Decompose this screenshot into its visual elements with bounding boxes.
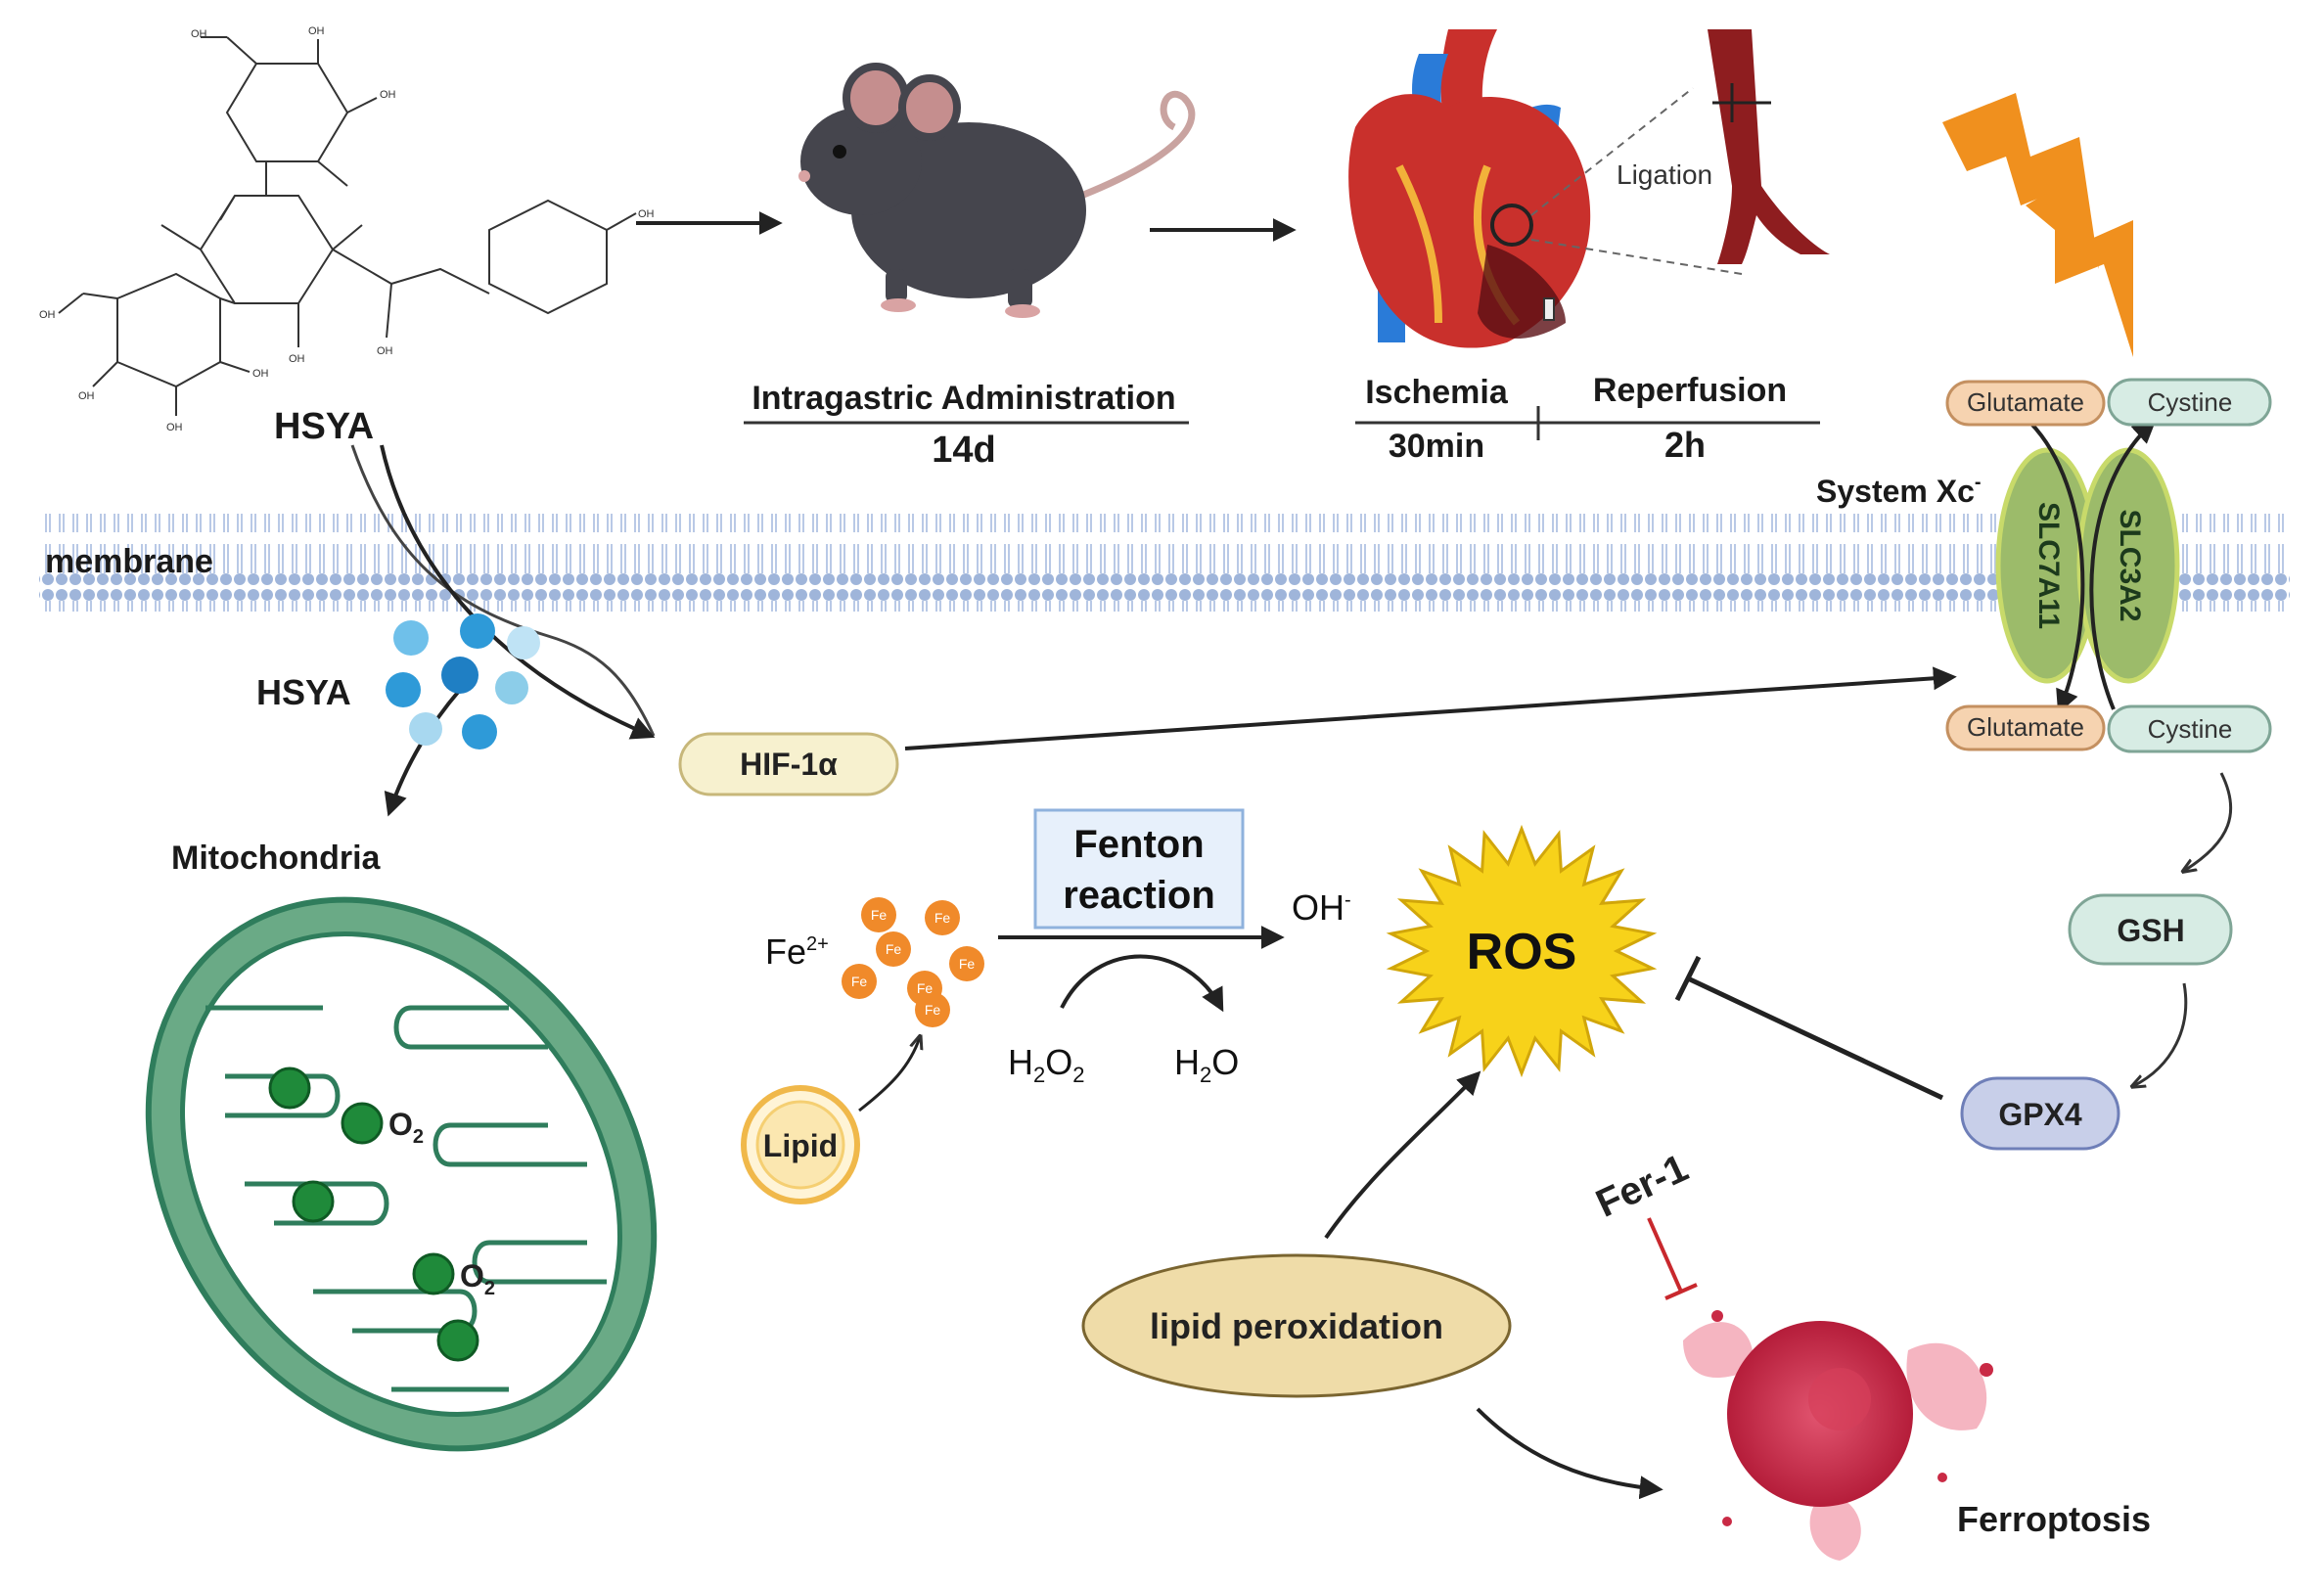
system-xc-transporter: SLC7A11 SLC3A2 bbox=[1995, 419, 2180, 714]
arrow-gsh-to-gpx4 bbox=[2133, 982, 2188, 1086]
protocol-duration: 14d bbox=[932, 430, 995, 471]
gpx4-label: GPX4 bbox=[1998, 1097, 2082, 1132]
artery-icon bbox=[1708, 29, 1830, 264]
fe-particle-label: Fe bbox=[871, 907, 888, 923]
fe-particle-label: Fe bbox=[959, 956, 976, 972]
lightning-icon bbox=[1942, 93, 2133, 357]
arrow-lipid-perox-to-ferroptosis bbox=[1476, 1407, 1663, 1500]
mouse-icon bbox=[798, 63, 1196, 318]
oh-group: OH bbox=[191, 28, 207, 40]
oh-group: OH bbox=[638, 208, 655, 220]
lipid-peroxidation-label: lipid peroxidation bbox=[1150, 1306, 1443, 1346]
fe-particles: Fe Fe Fe Fe Fe Fe Fe bbox=[842, 897, 984, 1027]
ligation-label: Ligation bbox=[1617, 159, 1712, 190]
heart-icon bbox=[1348, 29, 1591, 348]
cystine-badge-top: Cystine bbox=[2107, 378, 2272, 427]
glutamate-badge-top: Glutamate bbox=[1945, 380, 2106, 427]
slc7a11-label: SLC7A11 bbox=[2032, 502, 2065, 629]
mitochondria-label: Mitochondria bbox=[171, 840, 382, 877]
intracellular-hsya-label: HSYA bbox=[256, 672, 351, 712]
ros-label: ROS bbox=[1467, 924, 1577, 980]
oh-group: OH bbox=[377, 345, 393, 357]
arrow-hif-to-system-xc bbox=[904, 666, 1957, 750]
oh-group: OH bbox=[380, 89, 396, 101]
cystine-label: Cystine bbox=[2148, 387, 2233, 417]
hif-label: HIF-1α bbox=[740, 747, 838, 782]
system-xc-label: System Xc- bbox=[1816, 472, 1982, 509]
gpx4-badge: GPX4 bbox=[1960, 1076, 2120, 1151]
arrow-cystine-to-gsh bbox=[2184, 772, 2233, 871]
oh-group: OH bbox=[166, 422, 183, 433]
cystine-badge-bottom: Cystine bbox=[2107, 704, 2272, 753]
gsh-badge: GSH bbox=[2068, 893, 2233, 966]
zoom-line bbox=[1530, 87, 1694, 216]
protocol-route: Intragastric Administration bbox=[752, 380, 1175, 417]
fe-particle-label: Fe bbox=[934, 910, 951, 926]
mitochondria-icon bbox=[145, 896, 658, 1452]
h2o2-label: H2O2 bbox=[1008, 1042, 1085, 1087]
arrow-lipid-to-fe bbox=[858, 1037, 920, 1112]
fenton-title-line2: reaction bbox=[1063, 874, 1215, 917]
oh-radical-label: OH- bbox=[1292, 887, 1351, 928]
ferroptotic-cell-icon bbox=[1683, 1310, 1993, 1561]
gsh-label: GSH bbox=[2117, 913, 2184, 948]
ischemia-time: 30min bbox=[1389, 428, 1484, 465]
oh-group: OH bbox=[308, 25, 325, 37]
compound-name: HSYA bbox=[274, 406, 374, 447]
ischemia-label: Ischemia bbox=[1365, 374, 1509, 411]
o2-label: O2 bbox=[460, 1258, 495, 1299]
oh-group: OH bbox=[252, 368, 269, 380]
inhibit-gpx4-ros bbox=[1686, 976, 1944, 1101]
slc3a2-label: SLC3A2 bbox=[2114, 509, 2146, 621]
oh-group: OH bbox=[289, 353, 305, 365]
fenton-reaction-box: Fenton reaction bbox=[1033, 808, 1245, 930]
lipid-peroxidation-badge: lipid peroxidation bbox=[1081, 1253, 1512, 1398]
arrow-h2o2-to-h2o bbox=[1060, 954, 1224, 1013]
membrane-label: membrane bbox=[45, 543, 213, 580]
reperfusion-label: Reperfusion bbox=[1593, 372, 1787, 409]
oh-group: OH bbox=[78, 390, 95, 402]
fe-particle-label: Fe bbox=[925, 1002, 941, 1018]
glutamate-label: Glutamate bbox=[1967, 387, 2084, 417]
ros-star-icon: ROS bbox=[1386, 824, 1658, 1078]
arrow-lipid-perox-to-ros bbox=[1324, 1070, 1481, 1240]
glutamate-badge-bottom: Glutamate bbox=[1945, 704, 2106, 751]
arrow-hsya-to-mitochondria bbox=[384, 688, 462, 817]
reperfusion-time: 2h bbox=[1664, 425, 1706, 465]
cell-membrane bbox=[39, 514, 2290, 612]
ferroptosis-label: Ferroptosis bbox=[1957, 1499, 2151, 1539]
hsya-structure-icon: OH OH OH OH OH OH OH OH OH OH bbox=[39, 25, 655, 433]
fer1-label: Fer-1 bbox=[1590, 1147, 1695, 1226]
h2o-label: H2O bbox=[1174, 1042, 1239, 1087]
inhibit-bar bbox=[1664, 1283, 1698, 1300]
hif-badge: HIF-1α bbox=[678, 732, 899, 796]
inhibit-fer1-ferroptosis bbox=[1647, 1217, 1683, 1293]
glutamate-label: Glutamate bbox=[1967, 712, 2084, 742]
fe-particle-label: Fe bbox=[886, 941, 902, 957]
oh-group: OH bbox=[39, 309, 56, 321]
cystine-label: Cystine bbox=[2148, 714, 2233, 744]
lipid-badge: Lipid bbox=[741, 1085, 860, 1204]
inhibit-bar bbox=[1674, 955, 1702, 1002]
fe-particle-label: Fe bbox=[917, 980, 934, 996]
hsya-particles bbox=[386, 613, 540, 749]
fenton-title-line1: Fenton bbox=[1073, 823, 1204, 866]
fe-label: Fe2+ bbox=[765, 931, 829, 972]
o2-label: O2 bbox=[388, 1107, 424, 1148]
fe-particle-label: Fe bbox=[851, 974, 868, 989]
lipid-label: Lipid bbox=[763, 1128, 838, 1163]
